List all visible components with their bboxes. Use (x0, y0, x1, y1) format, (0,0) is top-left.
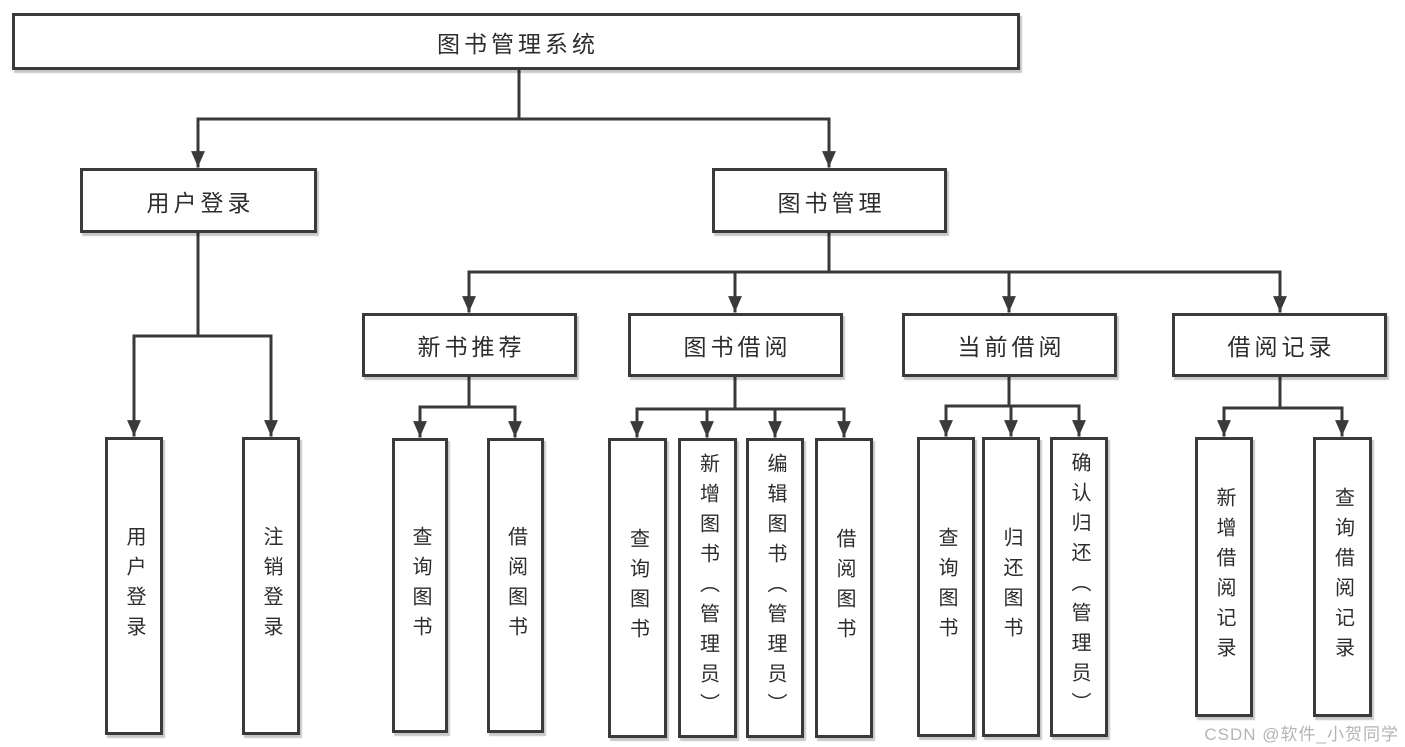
leaf-bb-query-books: 查询图书 (608, 438, 667, 738)
node-new-book-recommend: 新书推荐 (362, 313, 577, 377)
leaf-logout: 注销登录 (242, 437, 300, 735)
leaf-bb-add-book-admin: 新增图书（管理员） (678, 438, 737, 738)
leaf-user-login: 用户登录 (105, 437, 163, 735)
leaf-br-add-record: 新增借阅记录 (1195, 437, 1253, 717)
csdn-watermark: CSDN @软件_小贺同学 (1204, 725, 1399, 744)
node-root-system: 图书管理系统 (12, 13, 1020, 70)
leaf-cb-query-books: 查询图书 (917, 437, 975, 737)
leaf-cb-confirm-return-admin: 确认归还（管理员） (1050, 437, 1108, 737)
leaf-bb-borrow-books: 借阅图书 (815, 438, 873, 738)
node-book-borrowing: 图书借阅 (628, 313, 843, 377)
node-borrowing-records: 借阅记录 (1172, 313, 1387, 377)
node-book-management: 图书管理 (712, 168, 947, 233)
leaf-nbr-query-books: 查询图书 (392, 438, 448, 733)
leaf-br-query-record: 查询借阅记录 (1313, 437, 1372, 717)
leaf-cb-return-books: 归还图书 (982, 437, 1040, 737)
node-current-borrowing: 当前借阅 (902, 313, 1117, 377)
leaf-bb-edit-book-admin: 编辑图书（管理员） (746, 438, 804, 738)
node-user-login: 用户登录 (80, 168, 317, 233)
leaf-nbr-borrow-books: 借阅图书 (487, 438, 544, 733)
